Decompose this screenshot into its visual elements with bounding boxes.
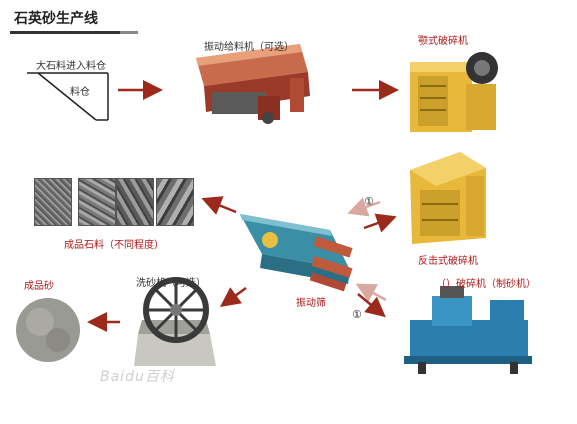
arrow-screen-to-washer <box>219 286 247 307</box>
feeder-label: 振动给料机（可选） <box>204 42 294 53</box>
finished-sand-pile <box>16 298 80 362</box>
jaw-crusher-label: 颚式破碎机 <box>418 36 468 47</box>
feed-bin <box>27 72 109 121</box>
page-title: 石英砂生产线 <box>14 11 98 27</box>
sand-washer-label: 洗砂机（可选） <box>136 278 206 289</box>
arrow-impact-to-screen <box>347 197 381 217</box>
marker-1-lower: ① <box>352 308 362 321</box>
arrow-screen-to-impact <box>363 213 397 233</box>
vibrating-screen-label: 振动筛 <box>296 298 326 309</box>
title-underline-accent <box>120 31 138 34</box>
vsi-crusher-label: （）破碎机（制砂机） <box>436 279 536 290</box>
finished-sand-label: 成品砂 <box>24 281 54 292</box>
arrow-screen-to-stone <box>201 196 237 215</box>
stone-sample-fine <box>34 178 72 226</box>
stone-sample-small <box>78 178 116 226</box>
sand-washer-machine <box>134 277 216 366</box>
vsi-crusher-machine <box>404 286 532 374</box>
stone-sample-large <box>156 178 194 226</box>
vibrating-feeder-machine <box>196 44 310 124</box>
vibrating-screen-machine <box>240 214 353 292</box>
marker-1-upper: ① <box>364 195 374 208</box>
impact-crusher-machine <box>410 152 486 244</box>
bin-label: 料仓 <box>70 87 90 98</box>
jaw-crusher-machine <box>410 52 498 132</box>
title-underline <box>10 31 128 34</box>
arrow-screen-to-vsi <box>357 293 386 318</box>
bin-input-label: 大石料进入料仓 <box>36 61 106 72</box>
finished-stone-label: 成品石料（不同程度） <box>64 240 164 251</box>
stone-sample-medium <box>116 178 154 226</box>
impact-crusher-label: 反击式破碎机 <box>418 256 478 267</box>
baidu-watermark: Baidu百科 <box>100 369 175 385</box>
